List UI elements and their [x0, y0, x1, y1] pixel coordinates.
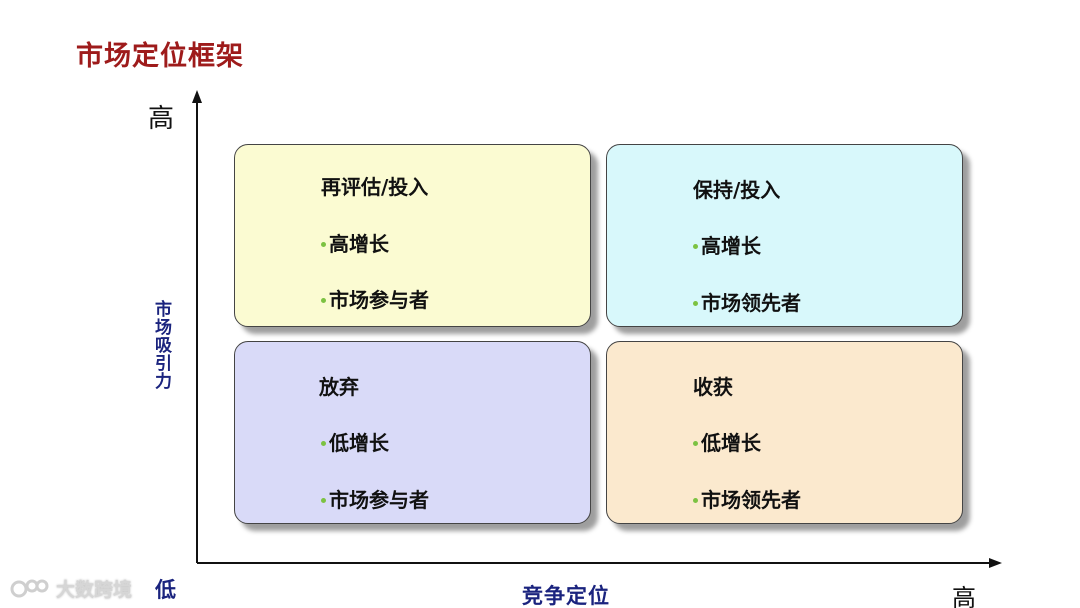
bullet-icon [321, 242, 326, 247]
quadrant-item: 高增长 [693, 230, 761, 259]
quadrant-heading: 再评估/投入 [321, 175, 429, 199]
watermark-text: 大数跨境 [56, 579, 133, 601]
bullet-icon [693, 244, 698, 249]
quadrant-reassess-invest: 再评估/投入 高增长 市场参与者 [234, 144, 591, 327]
y-axis-high-label: 高 [148, 104, 175, 134]
quadrant-item: 低增长 [693, 427, 761, 456]
y-axis-title: 市场吸引力 [151, 300, 171, 390]
quadrant-abandon: 放弃 低增长 市场参与者 [234, 341, 591, 524]
quadrant-item-label: 市场参与者 [329, 488, 429, 512]
bullet-icon [321, 298, 326, 303]
bullet-icon [693, 498, 698, 503]
quadrant-heading: 收获 [693, 375, 733, 399]
x-axis-title: 竞争定位 [522, 584, 610, 608]
axis-low-label: 低 [155, 578, 176, 602]
quadrant-item: 市场领先者 [693, 287, 801, 316]
x-axis-arrow-icon [989, 558, 1002, 568]
quadrant-harvest: 收获 低增长 市场领先者 [606, 341, 963, 524]
watermark-logo-icon [10, 579, 49, 597]
quadrant-heading: 放弃 [319, 375, 359, 399]
quadrant-item-label: 低增长 [701, 431, 761, 455]
quadrant-heading: 保持/投入 [693, 178, 781, 202]
quadrant-item: 高增长 [321, 228, 389, 257]
page-title: 市场定位框架 [76, 41, 244, 72]
quadrant-item: 低增长 [321, 427, 389, 456]
quadrant-item-label: 市场参与者 [329, 288, 429, 312]
bullet-icon [321, 441, 326, 446]
quadrant-item: 市场参与者 [321, 484, 429, 513]
quadrant-item: 市场领先者 [693, 484, 801, 513]
quadrant-item-label: 高增长 [329, 232, 389, 256]
quadrant-item-label: 低增长 [329, 431, 389, 455]
bullet-icon [321, 498, 326, 503]
watermark: 大数跨境 [10, 575, 132, 602]
quadrant-item-label: 市场领先者 [701, 291, 801, 315]
x-axis-high-label: 高 [952, 584, 976, 608]
quadrant-maintain-invest: 保持/投入 高增长 市场领先者 [606, 144, 963, 327]
quadrant-item-label: 市场领先者 [701, 488, 801, 512]
y-axis-arrow-icon [192, 90, 202, 103]
quadrant-item: 市场参与者 [321, 284, 429, 313]
bullet-icon [693, 441, 698, 446]
bullet-icon [693, 301, 698, 306]
quadrant-item-label: 高增长 [701, 234, 761, 258]
